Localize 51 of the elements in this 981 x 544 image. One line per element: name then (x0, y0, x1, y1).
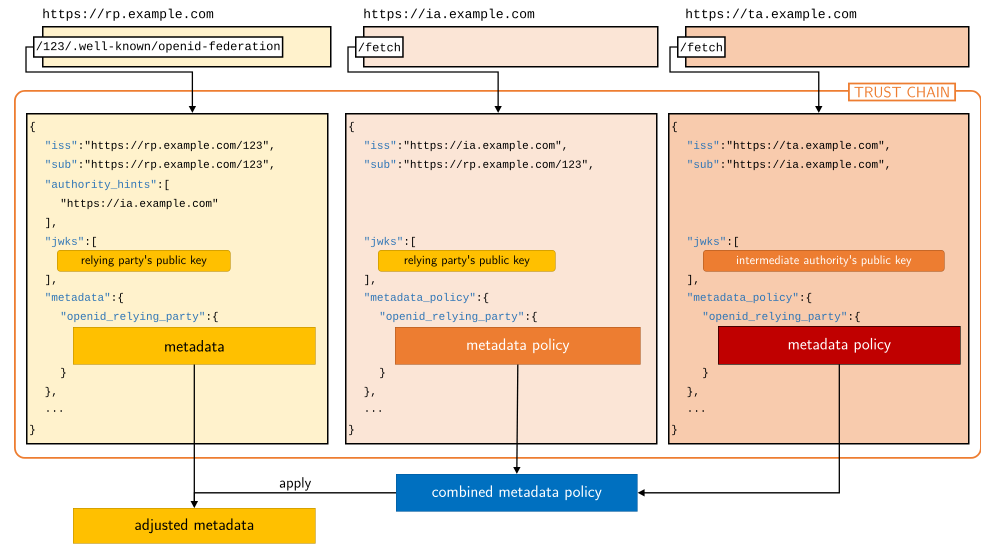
endpoint-box: /fetch (677, 36, 726, 58)
code-line: "iss" :"https://rp.example.com/123", (46, 140, 273, 152)
code-line: "openid_relying_party" :{ (62, 312, 218, 322)
code-line: "sub" :"https://ia.example.com", (688, 160, 888, 170)
node-label: https://ia.example.com (364, 8, 534, 21)
metadata-box: metadata policy (395, 327, 641, 365)
code-line: ], (46, 218, 56, 228)
edge-label: apply (278, 476, 312, 492)
code-line: "authority_hints" :[ (46, 180, 169, 190)
node-label: https://ta.example.com (686, 8, 856, 21)
code-line: ... (47, 410, 62, 412)
code-line: }, (688, 386, 698, 398)
code-line: "openid_relying_party" :{ (380, 312, 537, 322)
code-line: } (349, 424, 354, 436)
code-line: "openid_relying_party" :{ (704, 312, 860, 322)
code-line: ], (688, 274, 698, 286)
code-line: "sub" :"https://rp.example.com/123", (46, 160, 273, 170)
code-line: "iss" :"https://ta.example.com", (688, 140, 888, 152)
code-line: ... (366, 410, 381, 412)
code-line: { (349, 122, 354, 132)
code-line: "iss" :"https://ia.example.com", (365, 140, 566, 152)
code-line: ], (46, 274, 56, 286)
metadata-box: adjusted metadata (73, 508, 316, 544)
code-line: "jwks" :[ (688, 236, 738, 248)
code-line: "metadata_policy" :{ (688, 292, 812, 304)
metadata-box: combined metadata policy (396, 474, 638, 512)
code-line: } (672, 424, 677, 436)
metadata-box: metadata policy (718, 326, 961, 365)
endpoint-box: /123/.well-known/openid-federation (33, 36, 284, 58)
code-line: "https://ia.example.com" (62, 198, 218, 210)
code-line: ... (689, 410, 704, 412)
code-line: "metadata" :{ (46, 292, 123, 304)
code-line: } (703, 368, 708, 378)
public-key-tag: relying party's public key (57, 250, 231, 272)
public-key-tag: relying party's public key (378, 250, 556, 272)
code-line: "metadata_policy" :{ (365, 292, 488, 304)
code-line: { (672, 122, 677, 132)
code-line: }, (46, 386, 56, 398)
code-line: { (30, 122, 35, 132)
code-line: "sub" :"https://rp.example.com/123", (365, 160, 592, 170)
code-line: ], (365, 274, 374, 286)
metadata-box: metadata (73, 327, 316, 365)
code-line: "jwks" :[ (46, 236, 96, 248)
node-label: https://rp.example.com (43, 8, 214, 21)
code-line: } (61, 368, 66, 378)
code-line: "jwks" :[ (365, 236, 416, 248)
code-line: }, (364, 386, 374, 398)
code-line: } (30, 424, 35, 436)
code-line: } (380, 368, 385, 378)
public-key-tag: intermediate authority's public key (703, 250, 945, 272)
endpoint-box: /fetch (355, 36, 404, 58)
